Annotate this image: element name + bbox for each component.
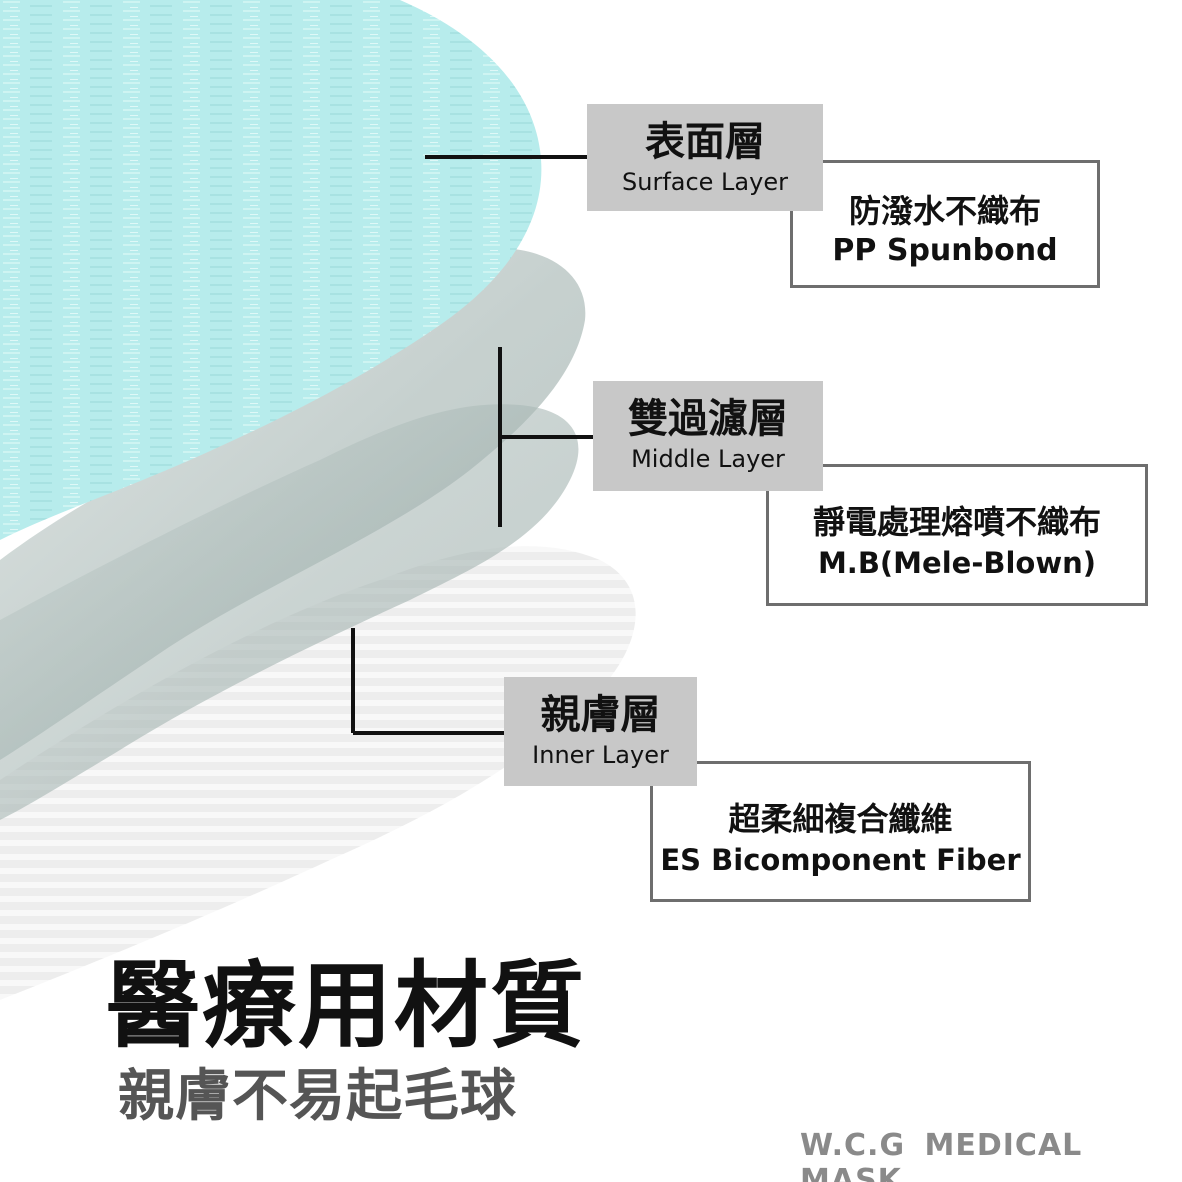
subheadline: 親膚不易起毛球 <box>118 1064 517 1129</box>
surface-material-en: PP Spunbond <box>832 233 1058 268</box>
middle-layer-label: 雙過濾層 Middle Layer <box>593 381 823 491</box>
surface-material-box: 防潑水不織布 PP Spunbond <box>790 160 1100 288</box>
inner-material-en: ES Bicomponent Fiber <box>660 843 1021 877</box>
headline: 醫療用材質 <box>106 952 587 1061</box>
surface-layer-sheet <box>0 0 542 540</box>
surface-layer-name-zh: 表面層 <box>645 119 765 165</box>
inner-layer-name-en: Inner Layer <box>532 741 669 769</box>
surface-layer-name-en: Surface Layer <box>622 168 788 196</box>
surface-material-zh: 防潑水不織布 <box>848 192 1041 230</box>
middle-layer-name-en: Middle Layer <box>631 445 785 473</box>
middle-layer-sheet-front <box>0 404 579 820</box>
inner-layer-label: 親膚層 Inner Layer <box>504 677 697 786</box>
inner-layer-sheet <box>0 546 636 1000</box>
surface-layer-label: 表面層 Surface Layer <box>587 104 823 211</box>
middle-material-en: M.B(Mele-Blown) <box>817 546 1097 580</box>
brand-name: W.C.G MEDICAL MASK <box>800 1128 1083 1182</box>
inner-material-box: 超柔細複合纖維 ES Bicomponent Fiber <box>650 761 1031 902</box>
inner-material-zh: 超柔細複合纖維 <box>728 800 953 838</box>
middle-material-zh: 靜電處理熔噴不織布 <box>812 503 1101 541</box>
inner-layer-name-zh: 親膚層 <box>540 692 661 738</box>
middle-material-box: 靜電處理熔噴不織布 M.B(Mele-Blown) <box>766 464 1148 606</box>
middle-layer-name-zh: 雙過濾層 <box>628 396 788 442</box>
